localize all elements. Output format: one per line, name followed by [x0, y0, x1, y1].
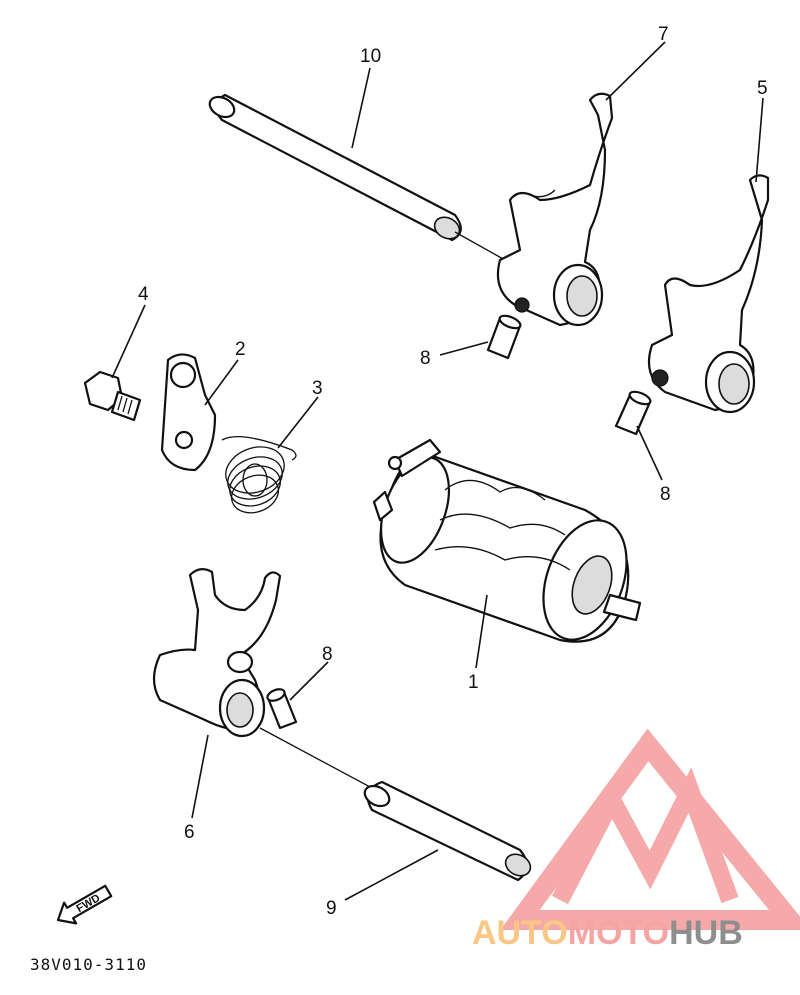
part-8-pin-upper [486, 314, 522, 360]
watermark-m-shape [552, 767, 739, 905]
leader-5 [755, 97, 764, 183]
watermark-hub: HUB [669, 914, 743, 952]
part-1-shift-cam [372, 438, 642, 643]
callout-1: 1 [468, 672, 479, 693]
leader-8-lower [289, 661, 329, 701]
leader-10 [351, 67, 371, 149]
part-8-pin-right [614, 390, 652, 436]
part-3-spring [221, 436, 297, 514]
callout-8-right: 8 [660, 484, 671, 505]
part-7-shift-fork [496, 92, 614, 327]
part-6-shift-fork [152, 568, 386, 796]
watermark-auto: AUTO [472, 914, 568, 952]
callout-labels: 10 7 5 4 2 3 8 8 8 1 6 9 [138, 24, 768, 919]
callout-5: 5 [757, 78, 768, 99]
callout-8-lower: 8 [322, 644, 333, 665]
leader-2 [204, 359, 239, 406]
leader-lines [111, 41, 764, 901]
watermark-text: AUTOMOTOHUB [472, 914, 743, 952]
leader-8-upper [439, 341, 489, 356]
leader-3 [277, 396, 319, 449]
part-5-shift-fork [647, 174, 770, 414]
leader-9 [344, 849, 439, 901]
part-8-pin-lower [266, 688, 298, 730]
part-4-bolt [83, 370, 142, 422]
leader-1 [475, 594, 488, 669]
callout-8-upper: 8 [420, 348, 431, 369]
callout-9: 9 [326, 898, 337, 919]
watermark-logo [500, 728, 800, 930]
fwd-label: FWD [75, 892, 103, 915]
callout-3: 3 [312, 378, 323, 399]
callout-10: 10 [360, 46, 381, 67]
fwd-arrow: FWD [56, 884, 113, 925]
callout-4: 4 [138, 284, 149, 305]
part-9-shaft [363, 780, 532, 882]
leader-7 [605, 41, 666, 101]
diagram-code: 38V010-3110 [30, 955, 147, 974]
leader-8-right [636, 425, 663, 481]
callout-7: 7 [658, 24, 669, 45]
callout-2: 2 [235, 339, 246, 360]
part-2-stopper-lever [160, 353, 217, 472]
part-10-shaft [208, 93, 506, 261]
watermark-moto: MOTO [568, 914, 669, 952]
leader-6 [191, 734, 209, 819]
watermark-triangle [500, 728, 800, 930]
callout-6: 6 [184, 822, 195, 843]
leader-4 [111, 304, 146, 379]
